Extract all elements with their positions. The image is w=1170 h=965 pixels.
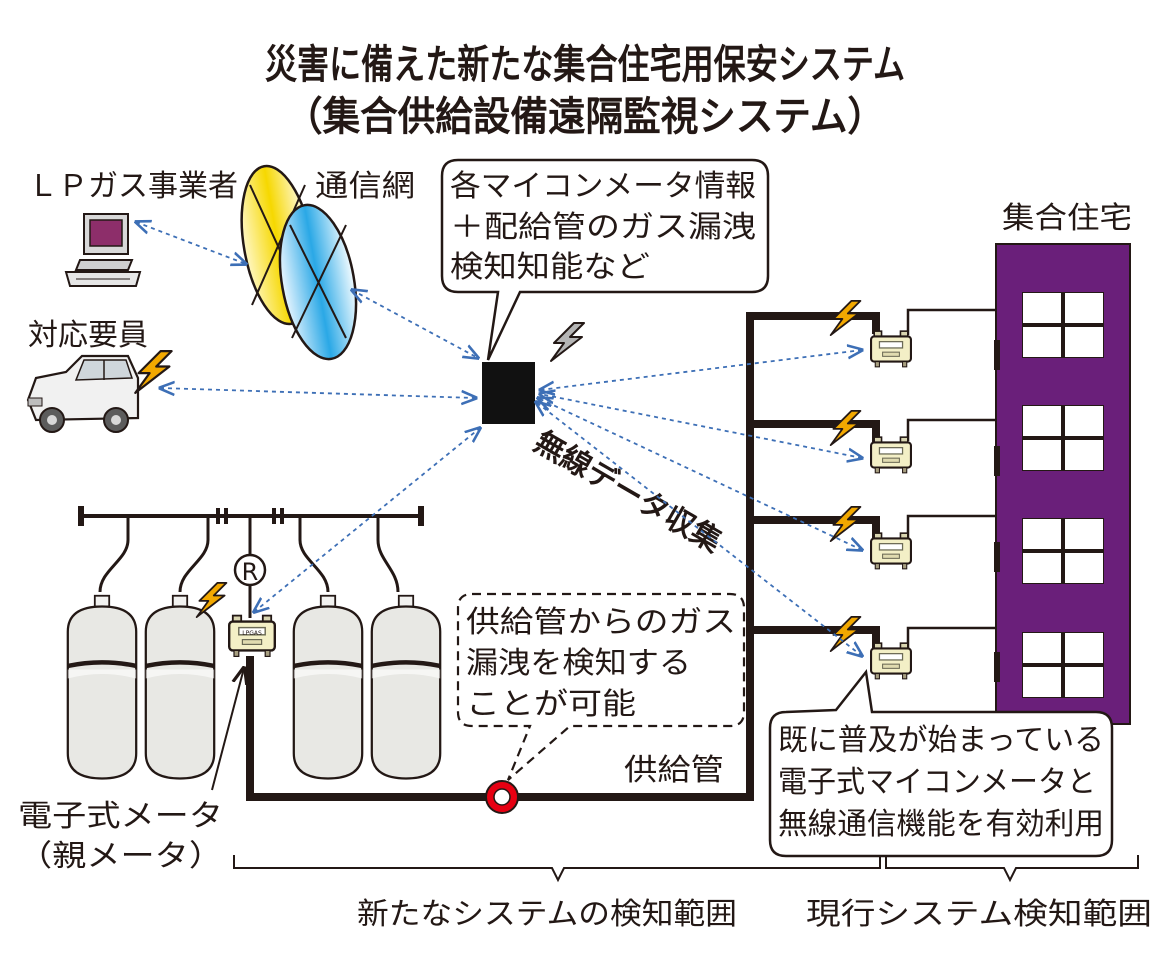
leak-line-3: ことが可能 (466, 687, 636, 722)
reuse-callout: 既に普及が始まっている 電子式マイコンメータと 無線通信機能を有効利用 (768, 668, 1114, 858)
concentrator-signal-icon (549, 322, 586, 362)
leak-line-2: 漏洩を検知する (466, 646, 691, 681)
network-label: 通信網 (315, 169, 415, 204)
window-1 (1022, 292, 1104, 358)
title-line-2: （集合供給設備遠隔監視システム） (285, 94, 885, 140)
gas-line-1 (906, 308, 996, 335)
reuse-line-3: 無線通信機能を有効利用 (778, 807, 1104, 842)
apartment-meter-3 (870, 532, 912, 570)
supply-pipe-label: 供給管 (624, 753, 724, 788)
parent-meter: LPGAS (228, 614, 276, 658)
range-current-label: 現行システム検知範囲 (806, 897, 1152, 932)
apartment-meter-2 (870, 436, 912, 474)
branch-pipe-3 (746, 516, 880, 538)
link-operator-network (136, 222, 246, 264)
computer-icon (64, 213, 142, 287)
lightning-icon (134, 350, 173, 394)
gas-cylinder-1 (68, 596, 136, 779)
vehicle-icon (26, 354, 140, 433)
apartment-meter-4 (870, 642, 912, 680)
regulator-label: R (242, 558, 259, 586)
window-4 (1022, 632, 1104, 698)
range-new-bracket (233, 855, 881, 883)
gas-line-3 (906, 514, 996, 538)
wall-inlet-2 (994, 446, 1000, 476)
link-network-box (352, 290, 478, 358)
wireless-label: 無線データ収集 (528, 425, 728, 561)
apartment-label: 集合住宅 (1002, 201, 1132, 236)
gas-line-4 (906, 626, 996, 648)
responder-label: 対応要員 (28, 318, 148, 353)
gas-cylinder-2 (146, 596, 214, 779)
reuse-line-1: 既に普及が始まっている (778, 723, 1104, 758)
link-parent-meter-box (254, 428, 480, 612)
window-3 (1022, 518, 1104, 584)
communication-links (136, 222, 862, 656)
parent-meter-label-2: （親メータ） (18, 839, 223, 874)
window-2 (1022, 405, 1104, 471)
gas-cylinder-4 (372, 596, 440, 779)
meter-info-line-2: ＋配給管のガス漏洩 (450, 210, 756, 245)
network-icon (240, 164, 358, 361)
meter-info-callout: 各マイコンメータ情報 ＋配給管のガス漏洩 検知知能など (440, 158, 770, 361)
parent-meter-lightning-icon (195, 582, 228, 618)
concentrator-box (482, 362, 535, 424)
wall-inlet-3 (994, 542, 1000, 572)
link-meter-1-box (540, 350, 862, 390)
branch-pipe-2 (746, 420, 880, 442)
meter-info-line-3: 検知知能など (450, 250, 650, 285)
leak-line-1: 供給管からのガス (466, 605, 736, 640)
range-current-bracket (885, 855, 1139, 883)
parent-meter-label-1: 電子式メータ (18, 799, 223, 834)
link-vehicle-box (160, 388, 476, 398)
gas-cylinder-3 (294, 596, 362, 779)
link-meter-4-box (536, 402, 862, 656)
leak-detection-point (485, 780, 519, 814)
gas-line-2 (906, 418, 996, 441)
meter-face-label: LPGAS (242, 630, 262, 637)
wall-inlet-4 (994, 652, 1000, 682)
branch-pipe-4 (746, 626, 880, 648)
meter-info-line-1: 各マイコンメータ情報 (450, 169, 756, 204)
apartment-meter-1 (870, 330, 912, 368)
title-line-1: 災害に備えた新たな集合住宅用保安システム (265, 42, 905, 88)
reuse-line-2: 電子式マイコンメータと (778, 765, 1096, 800)
wall-inlet-1 (994, 340, 1000, 370)
range-new-label: 新たなシステムの検知範囲 (357, 897, 737, 932)
parent-meter-pointer (211, 668, 244, 791)
lp-operator-label: ＬＰガス事業者 (28, 169, 238, 204)
